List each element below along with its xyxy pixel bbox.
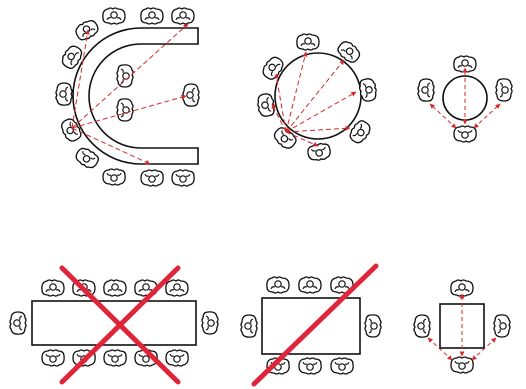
square-arrangement [413,279,511,374]
seat-person-icon [116,64,134,88]
seat-person-icon [296,33,320,51]
seat-person-icon [165,349,189,367]
seat-person-icon [493,314,511,338]
long-rectangular-table [31,300,197,346]
seat-person-icon [41,349,65,367]
seat-person-icon [453,125,477,143]
seat-person-icon [102,7,126,25]
sightline-arrow [71,94,187,129]
seat-person-icon [330,357,354,375]
medium-rect-arrangement [240,263,382,387]
seat-person-icon [495,78,513,102]
round-large-arrangement [255,33,379,163]
sightline-arrow [285,51,308,133]
seat-person-icon [103,279,127,297]
sightline-arrow [71,127,151,165]
sightline-arrow [429,103,457,129]
sightline-arrow [71,23,189,129]
round-small-sightlines [429,67,501,129]
seat-person-icon [171,7,195,25]
round-large-sightlines [271,51,357,147]
sightline-arrow [285,125,351,133]
round-small-arrangement [417,55,513,143]
u-shape-sightlines [71,23,189,165]
seat-person-icon [417,78,435,102]
seat-person-icon [201,311,219,335]
seat-person-icon [450,356,474,374]
seat-person-icon [140,7,164,25]
seat-person-icon [450,279,474,297]
sightline-arrow [427,337,453,361]
sightline-arrow [473,103,501,129]
u-shaped-table [72,27,199,165]
sightline-arrow [471,337,497,361]
seat-person-icon [102,168,126,186]
u-shape-arrangement [55,7,200,187]
seat-person-icon [240,314,258,338]
seat-person-icon [453,55,477,73]
strike-line-icon [251,263,379,387]
seat-person-icon [298,357,322,375]
sightline-arrow [271,103,287,133]
seat-person-icon [255,92,277,119]
seat-person-icon [364,314,382,338]
sightline-arrow [285,131,319,147]
seat-person-icon [298,276,322,294]
square-sightlines [427,293,497,361]
long-rect-arrangement [9,265,219,385]
seat-person-icon [165,279,189,297]
seat-person-icon [55,82,73,106]
seat-person-icon [116,98,134,122]
seat-person-icon [171,169,195,187]
seat-person-icon [413,314,431,338]
seat-person-icon [9,311,27,335]
cross-mark-icon [59,265,181,385]
seat-person-icon [72,144,102,172]
seat-person-icon [266,276,290,294]
sightline-arrow [71,29,90,129]
round-table-large [274,52,362,140]
sightline-arrow [274,73,287,133]
sightline-arrow [285,91,357,133]
seat-person-icon [140,169,164,187]
seat-person-icon [103,349,127,367]
seat-person-icon [306,141,333,163]
seat-person-icon [41,279,65,297]
seat-person-icon [182,83,200,107]
